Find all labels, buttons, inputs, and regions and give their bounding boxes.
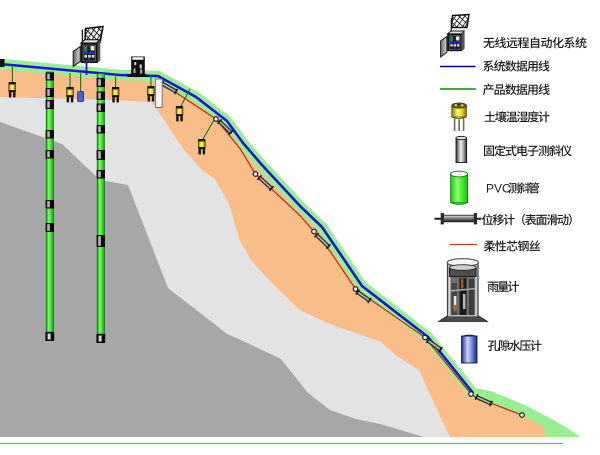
svg-text:PVC: PVC — [486, 182, 511, 196]
